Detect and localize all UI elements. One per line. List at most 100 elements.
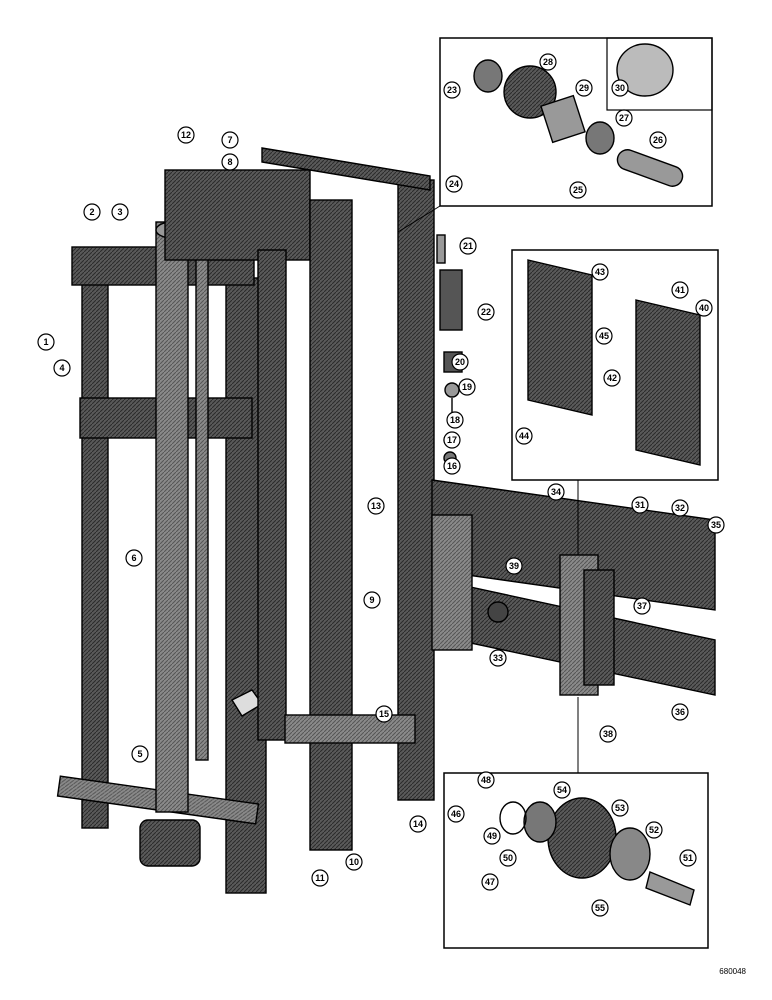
callout-balloon [447,805,465,823]
callout-number: 11 [315,873,325,883]
chain-parts [436,234,463,465]
callout-11: 11 [311,869,329,887]
callout-balloon [631,496,649,514]
callout-5: 5 [131,745,149,763]
callout-33: 33 [489,649,507,667]
callout-number: 37 [637,601,647,611]
callout-29: 29 [575,79,593,97]
callout-balloon [443,457,461,475]
callout-49: 49 [483,827,501,845]
callout-balloon [345,853,363,871]
callout-53: 53 [611,799,629,817]
callout-balloon [671,281,689,299]
callout-number: 42 [607,373,617,383]
callout-13: 13 [367,497,385,515]
callout-number: 31 [635,500,645,510]
callout-number: 6 [131,553,136,563]
callout-balloon [645,821,663,839]
callout-number: 36 [675,707,685,717]
callout-balloon [477,303,495,321]
callout-number: 29 [579,83,589,93]
callout-balloon [83,203,101,221]
callout-balloon [375,705,393,723]
callout-50: 50 [499,849,517,867]
callout-balloon [569,181,587,199]
callout-balloon [553,781,571,799]
carriage-assembly [431,479,716,696]
callout-number: 53 [615,803,625,813]
callout-number: 54 [557,785,567,795]
callout-number: 8 [227,157,232,167]
callout-number: 38 [603,729,613,739]
callout-number: 43 [595,267,605,277]
callout-number: 35 [711,520,721,530]
callout-balloon [707,516,725,534]
callout-number: 5 [137,749,142,759]
drawing-number: 680048 [719,967,746,976]
callout-number: 14 [413,819,423,829]
callout-number: 25 [573,185,583,195]
callout-number: 15 [379,709,389,719]
callout-number: 41 [675,285,685,295]
callout-number: 27 [619,113,629,123]
callout-3: 3 [111,203,129,221]
callout-balloon [459,237,477,255]
callout-number: 44 [519,431,529,441]
callout-number: 13 [371,501,381,511]
chain-anchor-detail-box [511,249,719,555]
callout-balloon [177,126,195,144]
callout-28: 28 [539,53,557,71]
callout-balloon [221,153,239,171]
callout-number: 40 [699,303,709,313]
callout-balloon [671,499,689,517]
callout-balloon [363,591,381,609]
callout-51: 51 [679,849,697,867]
callout-balloon [481,873,499,891]
callout-number: 48 [481,775,491,785]
callout-balloon [515,427,533,445]
callout-number: 30 [615,83,625,93]
callout-balloon [611,79,629,97]
callout-number: 16 [447,461,457,471]
callout-45: 45 [595,327,613,345]
callout-1: 1 [37,333,55,351]
callout-balloon [111,203,129,221]
callout-balloon [595,327,613,345]
callout-54: 54 [553,781,571,799]
callout-37: 37 [633,597,651,615]
callout-balloon [489,649,507,667]
callout-balloon [649,131,667,149]
callout-number: 51 [683,853,693,863]
callout-balloon [125,549,143,567]
callout-balloon [679,849,697,867]
callout-17: 17 [443,431,461,449]
callout-number: 24 [449,179,459,189]
callout-42: 42 [603,369,621,387]
callout-23: 23 [443,81,461,99]
callout-48: 48 [477,771,495,789]
callout-9: 9 [363,591,381,609]
callout-balloon [458,378,476,396]
callout-number: 49 [487,831,497,841]
callout-balloon [483,827,501,845]
callout-balloon [547,483,565,501]
callout-balloon [615,109,633,127]
callout-balloon [445,175,463,193]
roller-detail-box [443,697,709,949]
callout-38: 38 [599,725,617,743]
callout-7: 7 [221,131,239,149]
callout-balloon [443,431,461,449]
callout-8: 8 [221,153,239,171]
callout-number: 12 [181,130,191,140]
callout-number: 32 [675,503,685,513]
sprocket-detail-box [397,37,713,233]
callout-number: 22 [481,307,491,317]
callout-number: 7 [227,135,232,145]
callout-balloon [695,299,713,317]
callout-balloon [599,725,617,743]
callout-27: 27 [615,109,633,127]
callout-balloon [443,81,461,99]
callout-balloon [591,899,609,917]
callout-34: 34 [547,483,565,501]
